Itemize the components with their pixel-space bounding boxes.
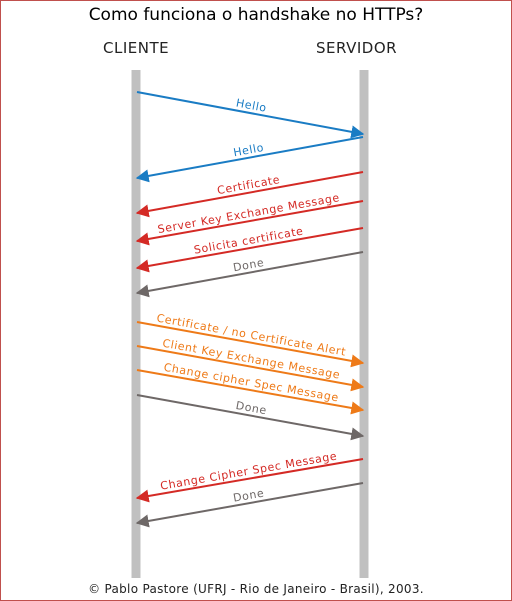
message-arrow [135,251,364,298]
message-2: Hello [135,136,364,183]
message-label: Done [232,486,265,504]
message-arrow [136,321,365,368]
message-label: Done [235,399,268,417]
message-arrow [136,394,365,441]
message-arrow [135,482,364,528]
copyright-footer: © Pablo Pastore (UFRJ - Rio de Janeiro -… [88,582,424,596]
message-arrow [136,91,365,139]
message-arrow [135,200,364,246]
client-lifeline [131,70,141,578]
message-arrow [136,345,365,392]
diagram-title: Como funciona o handshake no HTTPs? [88,5,424,25]
message-10: Done [136,394,365,441]
message-12: Done [135,482,364,528]
client-label: CLIENTE [103,39,170,57]
message-6: Done [135,251,364,298]
message-arrow [135,136,364,183]
message-label: Hello [235,96,268,114]
message-1: Hello [136,91,365,139]
server-lifeline [359,70,369,578]
message-arrow [135,458,364,503]
message-arrow [135,227,364,273]
message-arrow [135,171,364,218]
server-label: SERVIDOR [316,39,398,57]
message-label: Done [232,256,265,274]
message-label: Change Cipher Spec Message [159,449,338,492]
message-label: Hello [232,141,265,159]
message-arrow [136,369,365,415]
message-label: Server Key Exchange Message [157,191,341,236]
